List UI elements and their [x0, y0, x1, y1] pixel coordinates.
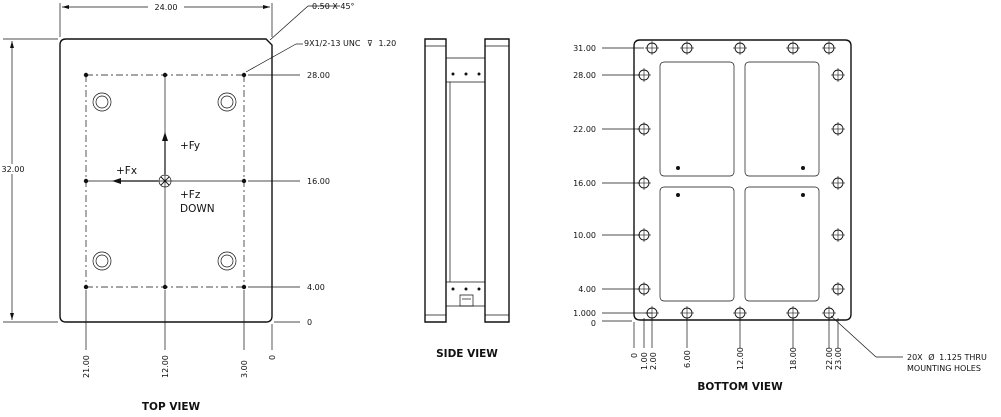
right-dim-16: 16.00	[307, 177, 330, 186]
bottom-view-plate-outline	[633, 39, 852, 321]
force-fx-label: +Fx	[116, 165, 137, 177]
pocket-top-right	[744, 61, 820, 177]
left-dim-10: 10.00	[573, 231, 596, 240]
height-dimension-label: 32.00	[2, 165, 25, 174]
left-dim-0: 0	[591, 319, 596, 328]
side-view-left-plate	[424, 38, 447, 323]
force-fz-label: +Fz	[180, 189, 201, 201]
thread-leader	[245, 43, 297, 73]
mounting-hole-note: 20X Ø 1.125 THRU	[907, 352, 987, 362]
side-view-connector	[459, 294, 474, 307]
bottom-dim-0: 0	[630, 353, 639, 358]
chamfer-note: 0.50 X 45°	[312, 2, 355, 11]
side-view: SIDE VIEW	[424, 38, 510, 360]
right-dim-28: 28.00	[307, 71, 330, 80]
left-dim-31: 31.00	[573, 44, 596, 53]
fy-arrow-icon	[162, 132, 168, 141]
bottom-dim-18: 18.00	[789, 347, 798, 370]
mounting-holes	[637, 41, 845, 320]
thread-note: 9X1/2-13 UNC ⊽ 1.20	[304, 39, 396, 48]
left-dim-22: 22.00	[573, 125, 596, 134]
bottom-dim-23: 23.00	[834, 347, 843, 370]
fx-arrow-icon	[112, 178, 121, 184]
side-view-title: SIDE VIEW	[436, 348, 498, 360]
right-dim-0: 0	[307, 318, 312, 327]
top-view: 24.00 0.50 X 45° 9X1/2-13 UNC ⊽ 1.20 32.…	[1, 1, 396, 413]
width-dimension-label: 24.00	[155, 3, 178, 12]
fz-into-page-icon	[158, 174, 172, 188]
force-fz-direction: DOWN	[180, 203, 215, 215]
left-dim-4: 4.00	[578, 285, 596, 294]
pocket-bottom-right	[744, 186, 820, 302]
bottom-dim-21: 21.00	[82, 355, 91, 378]
bottom-view-title: BOTTOM VIEW	[697, 381, 783, 393]
force-fy-label: +Fy	[180, 140, 200, 152]
mounting-hole-note-line2: MOUNTING HOLES	[907, 364, 981, 373]
bottom-dim-3: 3.00	[240, 360, 249, 378]
pocket-top-left	[659, 61, 735, 177]
pocket-bottom-left	[659, 186, 735, 302]
bottom-dim-6: 6.00	[683, 350, 692, 368]
bottom-view: 31.00 28.00 22.00 16.00 10.00 4.00 1.000…	[573, 39, 987, 393]
bottom-dim-12: 12.00	[736, 347, 745, 370]
bottom-dim-1: 1.00	[640, 352, 649, 370]
chamfer-leader	[269, 5, 309, 41]
left-dim-28: 28.00	[573, 71, 596, 80]
side-view-right-plate	[484, 38, 510, 323]
top-view-title: TOP VIEW	[142, 401, 201, 413]
bottom-dim-2: 2.00	[649, 352, 658, 370]
side-view-sensor-body	[445, 57, 486, 307]
counterbore-holes	[92, 92, 237, 271]
left-dim-16: 16.00	[573, 179, 596, 188]
bottom-dim-0: 0	[268, 355, 277, 360]
top-view-plate-outline	[59, 38, 273, 323]
left-dim-1: 1.000	[573, 309, 596, 318]
mounting-hole-leader	[830, 315, 877, 358]
bottom-dim-22: 22.00	[825, 347, 834, 370]
right-dim-4: 4.00	[307, 283, 325, 292]
bottom-dim-12: 12.00	[161, 355, 170, 378]
